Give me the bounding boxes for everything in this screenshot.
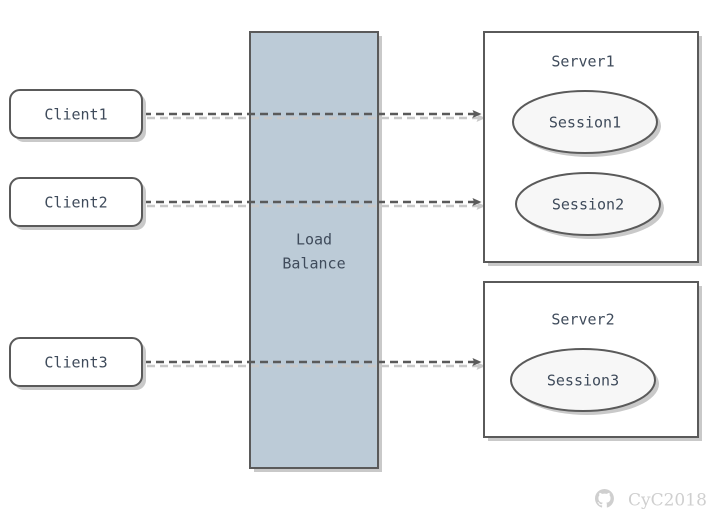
session-label: Session3 — [547, 372, 619, 390]
server-label: Server2 — [551, 311, 614, 329]
session-label: Session1 — [549, 114, 621, 132]
load-balancer-node[interactable]: Load Balance — [249, 31, 382, 472]
github-octocat-icon — [595, 489, 614, 508]
server-node-2[interactable]: Server2 Session3 — [483, 281, 702, 441]
client-node-2[interactable]: Client2 — [9, 177, 146, 230]
session-node-2[interactable]: Session2 — [515, 172, 664, 239]
client-label: Client2 — [44, 194, 107, 212]
session-node-1[interactable]: Session1 — [512, 90, 661, 157]
load-balancer-label-line2: Balance — [282, 255, 345, 273]
client-label: Client1 — [44, 106, 107, 124]
connections-layer — [143, 110, 486, 370]
client-box[interactable] — [9, 177, 143, 227]
connection-client2-to-server1[interactable] — [143, 198, 486, 210]
server-label: Server1 — [551, 53, 614, 71]
session-node-3[interactable]: Session3 — [510, 348, 659, 415]
session-ellipse[interactable] — [510, 348, 656, 412]
client-node-1[interactable]: Client1 — [9, 89, 146, 142]
client-label: Client3 — [44, 354, 107, 372]
watermark: CyC2018 — [595, 489, 707, 511]
client-box[interactable] — [9, 337, 143, 387]
session-ellipse[interactable] — [515, 172, 661, 236]
session-ellipse[interactable] — [512, 90, 658, 154]
connection-client3-to-server2[interactable] — [143, 358, 486, 370]
watermark-label: CyC2018 — [628, 491, 707, 511]
client-box[interactable] — [9, 89, 143, 139]
load-balancer-label-line1: Load — [296, 231, 332, 249]
server-node-1[interactable]: Server1 Session1 Session2 — [483, 31, 702, 266]
load-balancer-box[interactable] — [249, 31, 379, 469]
session-label: Session2 — [552, 196, 624, 214]
client-node-3[interactable]: Client3 — [9, 337, 146, 390]
connection-client1-to-server1[interactable] — [143, 110, 486, 122]
